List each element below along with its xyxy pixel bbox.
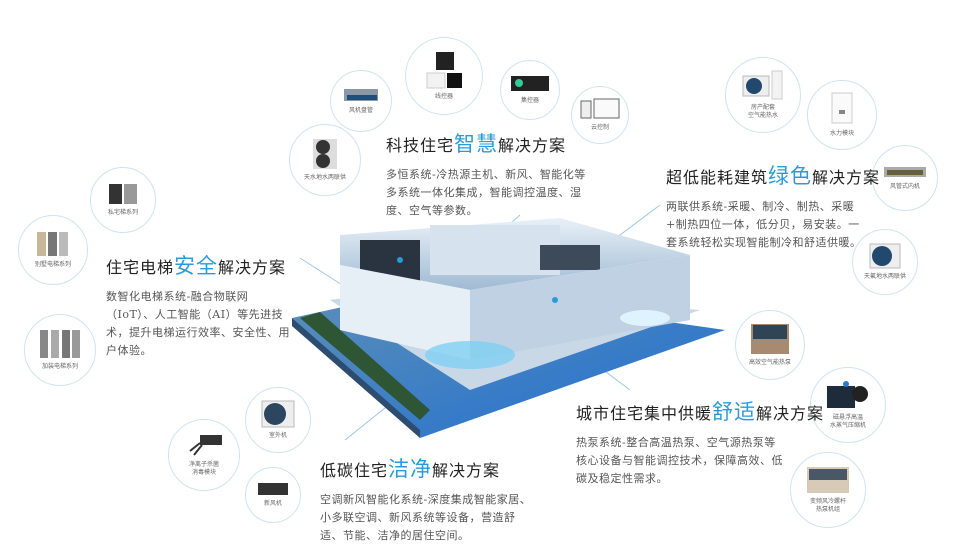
outdoor-unit-icon bbox=[261, 400, 295, 428]
devices-icon bbox=[580, 98, 620, 119]
product-label: 风管式内机 bbox=[889, 183, 920, 191]
solution-title: 超低能耗建筑绿色解决方案 bbox=[666, 160, 879, 190]
product-label: 天氟地水两联供 bbox=[863, 273, 906, 281]
product-maglev-compressor[interactable]: 磁悬浮高温 水蒸气压缩机 bbox=[810, 367, 886, 443]
outdoor-unit-icon bbox=[313, 139, 337, 170]
elevator-icon bbox=[40, 330, 80, 359]
product-private-elevator[interactable]: 私宅梯系列 bbox=[90, 167, 156, 233]
title-suffix: 解决方案 bbox=[498, 136, 567, 155]
solution-title: 住宅电梯安全解决方案 bbox=[106, 250, 296, 280]
product-label: 加装电梯系列 bbox=[41, 363, 78, 371]
title-highlight: 绿色 bbox=[768, 164, 813, 188]
heat-pump-icon bbox=[751, 324, 789, 355]
product-central-controller[interactable]: 集控器 bbox=[500, 60, 560, 120]
solution-green-building: 超低能耗建筑绿色解决方案 两联供系统-采暖、制冷、制热、采暖+制热四位一体，低分… bbox=[666, 160, 879, 252]
sterilizer-module-icon bbox=[189, 435, 222, 456]
title-suffix: 解决方案 bbox=[218, 258, 287, 277]
product-label: 变频风冷螺杆 热泵机组 bbox=[809, 498, 846, 513]
title-prefix: 住宅电梯 bbox=[106, 258, 175, 277]
duct-unit-icon bbox=[884, 167, 926, 178]
product-hydraulic-module[interactable]: 水力模块 bbox=[807, 80, 877, 150]
product-cloud-control[interactable]: 云控制 bbox=[571, 86, 629, 144]
product-label: 集控器 bbox=[520, 97, 539, 105]
title-prefix: 超低能耗建筑 bbox=[666, 168, 769, 187]
outdoor-unit-icon bbox=[869, 243, 901, 269]
product-label: 磁悬浮高温 水蒸气压缩机 bbox=[829, 414, 866, 429]
product-label: 室外机 bbox=[268, 432, 287, 440]
title-highlight: 舒适 bbox=[712, 400, 757, 424]
product-label: 风机盘管 bbox=[348, 107, 373, 115]
product-label: 天水地水两联供 bbox=[303, 174, 346, 182]
solution-title: 科技住宅智慧解决方案 bbox=[386, 128, 596, 158]
product-fluorine-water-unit[interactable]: 天氟地水两联供 bbox=[852, 229, 918, 295]
product-label: 云控制 bbox=[590, 124, 609, 132]
control-panel-icon bbox=[511, 76, 549, 92]
heat-pump-icon bbox=[742, 70, 783, 100]
title-highlight: 安全 bbox=[174, 254, 219, 278]
solution-description: 热泵系统-整合高温热泵、空气源热泵等核心设备与智能调控技术，保障高效、低碳及稳定… bbox=[576, 436, 783, 485]
title-prefix: 低碳住宅 bbox=[320, 461, 389, 480]
title-highlight: 智慧 bbox=[454, 132, 499, 156]
solution-description: 多恒系统-冷热源主机、新风、智能化等多系统一体化集成，智能调控温度、湿度、空气等… bbox=[386, 168, 586, 217]
product-air-source-heat-pump[interactable]: 高效空气能热泵 bbox=[735, 310, 805, 380]
title-prefix: 城市住宅集中供暖 bbox=[576, 404, 713, 423]
product-fan-coil[interactable]: 风机盘管 bbox=[330, 70, 392, 132]
product-wired-controller[interactable]: 线控器 bbox=[405, 37, 483, 115]
product-label: 私宅梯系列 bbox=[107, 209, 138, 217]
product-label: 房产配套 空气能热水 bbox=[747, 104, 778, 119]
solution-description: 两联供系统-采暖、制冷、制热、采暖+制热四位一体，低分贝，易安装。一套系统轻松实… bbox=[666, 200, 862, 249]
hydraulic-module-icon bbox=[831, 92, 853, 124]
compressor-icon bbox=[827, 381, 868, 409]
solution-title: 城市住宅集中供暖舒适解决方案 bbox=[576, 396, 823, 426]
title-suffix: 解决方案 bbox=[812, 168, 881, 187]
title-suffix: 解决方案 bbox=[432, 461, 501, 480]
product-label: 新风机 bbox=[263, 500, 282, 508]
title-suffix: 解决方案 bbox=[756, 404, 825, 423]
product-label: 净离子杀菌 消毒模块 bbox=[188, 461, 219, 476]
product-fresh-air-unit[interactable]: 新风机 bbox=[245, 467, 301, 523]
solution-title: 低碳住宅洁净解决方案 bbox=[320, 453, 535, 483]
solution-clean-home: 低碳住宅洁净解决方案 空调新风智能化系统-深度集成智能家居、小多联空调、新风系统… bbox=[320, 453, 535, 545]
product-villa-elevator[interactable]: 别墅电梯系列 bbox=[18, 215, 88, 285]
fan-coil-icon bbox=[344, 89, 378, 102]
chiller-icon bbox=[807, 467, 849, 494]
thermostat-icon bbox=[426, 52, 462, 89]
solution-central-heating: 城市住宅集中供暖舒适解决方案 热泵系统-整合高温热泵、空气源热泵等核心设备与智能… bbox=[576, 396, 823, 488]
solution-description: 空调新风智能化系统-深度集成智能家居、小多联空调、新风系统等设备，营造舒适、节能… bbox=[320, 493, 532, 542]
product-label: 线控器 bbox=[434, 93, 453, 101]
solution-smart-home: 科技住宅智慧解决方案 多恒系统-冷热源主机、新风、智能化等多系统一体化集成，智能… bbox=[386, 128, 596, 220]
solution-description: 数智化电梯系统-融合物联网（IoT）、人工智能（AI）等先进技术，提升电梯运行效… bbox=[106, 290, 290, 357]
fresh-air-unit-icon bbox=[258, 483, 288, 496]
product-screw-heat-pump[interactable]: 变频风冷螺杆 热泵机组 bbox=[790, 452, 866, 528]
elevator-icon bbox=[37, 232, 68, 257]
product-retrofit-elevator[interactable]: 加装电梯系列 bbox=[24, 314, 96, 386]
product-air-water-heater[interactable]: 房产配套 空气能热水 bbox=[725, 57, 801, 133]
product-outdoor-unit[interactable]: 天水地水两联供 bbox=[289, 124, 361, 196]
elevator-icon bbox=[109, 184, 137, 205]
product-label: 别墅电梯系列 bbox=[34, 261, 71, 269]
product-label: 高效空气能热泵 bbox=[748, 359, 791, 367]
solution-elevator-safety: 住宅电梯安全解决方案 数智化电梯系统-融合物联网（IoT）、人工智能（AI）等先… bbox=[106, 250, 296, 360]
product-outdoor-machine[interactable]: 室外机 bbox=[245, 387, 311, 453]
product-label: 水力模块 bbox=[829, 130, 854, 138]
product-ion-sterilizer[interactable]: 净离子杀菌 消毒模块 bbox=[168, 419, 240, 491]
product-duct-indoor-unit[interactable]: 风管式内机 bbox=[872, 145, 938, 211]
title-prefix: 科技住宅 bbox=[386, 136, 455, 155]
title-highlight: 洁净 bbox=[388, 457, 433, 481]
